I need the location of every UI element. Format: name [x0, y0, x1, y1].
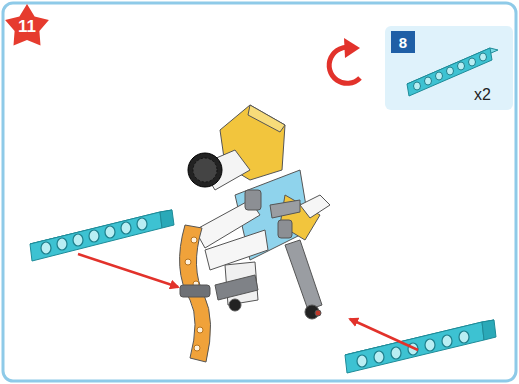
parts-callout: x2 8 — [385, 26, 513, 110]
star-outline — [5, 4, 49, 46]
quantity-label: x2 — [474, 86, 491, 104]
step-number-star: 11 — [3, 3, 51, 49]
part-length-box: 8 — [391, 31, 415, 53]
part-length: 8 — [399, 34, 407, 51]
step-number: 11 — [18, 17, 36, 37]
